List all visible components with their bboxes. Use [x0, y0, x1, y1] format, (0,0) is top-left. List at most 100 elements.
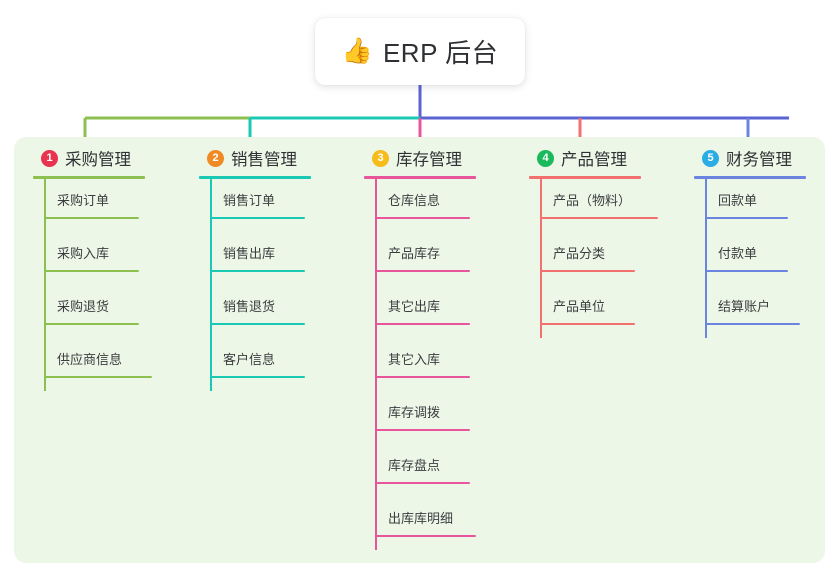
- leaf-item[interactable]: 销售退货: [199, 285, 311, 338]
- leaf-item-label: 采购入库: [57, 246, 110, 261]
- branch-leaf-list: 销售订单销售出库销售退货客户信息: [199, 179, 311, 391]
- leaf-item-rule: [375, 535, 476, 537]
- leaf-item[interactable]: 库存调拨: [364, 391, 476, 444]
- leaf-item[interactable]: 出库库明细: [364, 497, 476, 550]
- leaf-item[interactable]: 仓库信息: [364, 179, 476, 232]
- leaf-item[interactable]: 其它入库: [364, 338, 476, 391]
- leaf-item-label: 其它入库: [388, 352, 441, 367]
- leaf-item[interactable]: 供应商信息: [33, 338, 152, 391]
- leaf-item-rule: [375, 376, 470, 378]
- branch-header-rule: [364, 176, 476, 179]
- leaf-item-label: 库存调拨: [388, 405, 441, 420]
- leaf-item-label: 销售退货: [223, 299, 276, 314]
- leaf-item[interactable]: 结算账户: [694, 285, 806, 338]
- branch-number-badge: 4: [537, 149, 554, 167]
- root-node-content: 👍 ERP 后台: [342, 33, 498, 70]
- branch-header-rule: [694, 176, 806, 179]
- leaf-item[interactable]: 采购订单: [33, 179, 145, 232]
- leaf-item-rule: [375, 217, 470, 219]
- leaf-item-label: 库存盘点: [388, 458, 441, 473]
- branch-header-rule: [529, 176, 641, 179]
- leaf-item-label: 产品库存: [388, 246, 441, 261]
- branch-spine: [705, 179, 707, 338]
- branch-leaf-list: 采购订单采购入库采购退货供应商信息: [33, 179, 152, 391]
- root-node-title: ERP 后台: [382, 38, 499, 68]
- leaf-item-label: 供应商信息: [57, 352, 123, 367]
- leaf-item-rule: [375, 270, 470, 272]
- branch-leaf-list: 产品（物料） 产品分类产品单位: [529, 179, 658, 338]
- branch-number-badge: 2: [207, 149, 224, 167]
- branch-spine: [375, 179, 377, 550]
- thumbs-up-icon: 👍: [341, 37, 373, 65]
- leaf-item-label: 采购订单: [57, 193, 110, 208]
- leaf-item[interactable]: 采购退货: [33, 285, 145, 338]
- leaf-item[interactable]: 销售出库: [199, 232, 311, 285]
- leaf-item-label: 结算账户: [718, 299, 771, 314]
- leaf-item-rule: [540, 270, 635, 272]
- leaf-item-label: 回款单: [718, 193, 758, 208]
- leaf-item[interactable]: 付款单: [694, 232, 806, 285]
- leaf-item-rule: [210, 376, 305, 378]
- leaf-item-rule: [44, 270, 139, 272]
- leaf-item-label: 出库库明细: [388, 511, 454, 526]
- leaf-item-label: 产品分类: [553, 246, 606, 261]
- branch-title: 财务管理: [726, 151, 792, 169]
- leaf-item-label: 采购退货: [57, 299, 110, 314]
- branch-number-badge: 1: [41, 149, 58, 167]
- leaf-item-rule: [705, 270, 788, 272]
- branch-header[interactable]: 3 库存管理: [364, 145, 476, 171]
- leaf-item-rule: [375, 429, 470, 431]
- branches-panel: [14, 137, 825, 563]
- branch-leaf-list: 仓库信息产品库存其它出库其它入库库存调拨库存盘点出库库明细: [364, 179, 476, 550]
- root-node[interactable]: 👍 ERP 后台: [315, 18, 525, 85]
- branch-column: 4 产品管理产品（物料） 产品分类产品单位: [529, 145, 658, 338]
- leaf-item-label: 客户信息: [223, 352, 276, 367]
- leaf-item-label: 产品（物料）: [553, 193, 632, 208]
- branch-header[interactable]: 5 财务管理: [694, 145, 806, 171]
- branch-column: 5 财务管理回款单付款单结算账户: [694, 145, 806, 338]
- leaf-item-rule: [210, 323, 305, 325]
- leaf-item[interactable]: 产品（物料）: [529, 179, 658, 232]
- branch-column: 1 采购管理采购订单采购入库采购退货供应商信息: [33, 145, 152, 391]
- leaf-item[interactable]: 产品库存: [364, 232, 476, 285]
- branch-column: 3 库存管理仓库信息产品库存其它出库其它入库库存调拨库存盘点出库库明细: [364, 145, 476, 550]
- leaf-item-label: 其它出库: [388, 299, 441, 314]
- leaf-item-rule: [210, 217, 305, 219]
- branch-spine: [210, 179, 212, 391]
- leaf-item-label: 仓库信息: [388, 193, 441, 208]
- leaf-item-rule: [375, 482, 470, 484]
- branch-number-badge: 5: [702, 149, 719, 167]
- leaf-item-label: 付款单: [718, 246, 758, 261]
- leaf-item[interactable]: 采购入库: [33, 232, 145, 285]
- leaf-item-rule: [44, 323, 139, 325]
- branch-header[interactable]: 1 采购管理: [33, 145, 145, 171]
- branch-title: 库存管理: [396, 151, 462, 169]
- branch-title: 采购管理: [65, 151, 131, 169]
- leaf-item-rule: [540, 323, 635, 325]
- branch-header[interactable]: 4 产品管理: [529, 145, 641, 171]
- leaf-item-rule: [44, 376, 152, 378]
- branch-leaf-list: 回款单付款单结算账户: [694, 179, 806, 338]
- branch-title: 产品管理: [561, 151, 627, 169]
- leaf-item-label: 产品单位: [553, 299, 606, 314]
- branch-number-badge: 3: [372, 149, 389, 167]
- branch-title: 销售管理: [231, 151, 297, 169]
- leaf-item-label: 销售出库: [223, 246, 276, 261]
- branch-spine: [44, 179, 46, 391]
- leaf-item-label: 销售订单: [223, 193, 276, 208]
- leaf-item[interactable]: 产品分类: [529, 232, 641, 285]
- leaf-item-rule: [705, 217, 788, 219]
- leaf-item-rule: [210, 270, 305, 272]
- leaf-item[interactable]: 回款单: [694, 179, 806, 232]
- leaf-item-rule: [705, 323, 800, 325]
- leaf-item[interactable]: 其它出库: [364, 285, 476, 338]
- leaf-item[interactable]: 客户信息: [199, 338, 311, 391]
- leaf-item-rule: [44, 217, 139, 219]
- leaf-item[interactable]: 产品单位: [529, 285, 641, 338]
- branch-header[interactable]: 2 销售管理: [199, 145, 311, 171]
- leaf-item[interactable]: 销售订单: [199, 179, 311, 232]
- branch-header-rule: [33, 176, 145, 179]
- leaf-item-rule: [540, 217, 658, 219]
- leaf-item[interactable]: 库存盘点: [364, 444, 476, 497]
